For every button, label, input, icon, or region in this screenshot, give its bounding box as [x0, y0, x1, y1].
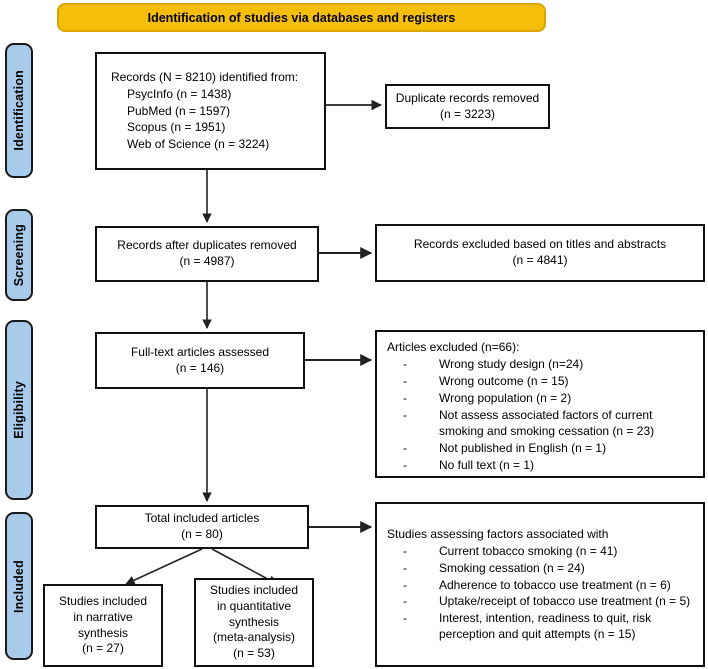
articles-excluded-item-0: Wrong study design (n=24): [403, 357, 697, 373]
phase-label-included-text: Included: [12, 559, 26, 613]
factors-assessed-item-3: Uptake/receipt of tobacco use treatment …: [403, 594, 697, 610]
total-included-articles-text: Total included articles (n = 80): [144, 511, 260, 541]
phase-label-identification-text: Identification: [12, 70, 26, 151]
box-factors-assessed: Studies assessing factors associated wit…: [375, 502, 705, 667]
records-source-web-of-science: Web of Science (n = 3224): [127, 137, 270, 152]
factors-assessed-head: Studies assessing factors associated wit…: [387, 526, 609, 541]
fulltext-articles-assessed-text: Full-text articles assessed (n = 146): [130, 344, 270, 375]
records-after-duplicates-text: Records after duplicates removed (n = 49…: [117, 238, 297, 268]
records-source-psycinfo: PsycInfo (n = 1438): [127, 86, 232, 101]
phase-label-identification: Identification: [5, 43, 33, 178]
records-source-pubmed: PubMed (n = 1597): [127, 103, 231, 118]
phase-label-screening-text: Screening: [12, 223, 26, 287]
articles-excluded-item-3: Not assess associated factors of current…: [403, 408, 697, 440]
articles-excluded-item-5: No full text (n = 1): [403, 458, 697, 474]
banner-title: Identification of studies via databases …: [147, 10, 456, 25]
duplicate-records-removed-text: Duplicate records removed (n = 3223): [395, 90, 540, 121]
phase-label-eligibility: Eligibility: [5, 320, 33, 500]
factors-assessed-item-0: Current tobacco smoking (n = 41): [403, 544, 697, 560]
factors-assessed-item-2: Adherence to tobacco use treatment (n = …: [403, 578, 697, 594]
box-narrative-synthesis: Studies included in narrative synthesis …: [43, 584, 163, 667]
narrative-synthesis-text: Studies included in narrative synthesis …: [58, 593, 148, 656]
phase-label-eligibility-text: Eligibility: [12, 381, 26, 439]
box-records-identified: Records (N = 8210) identified from: Psyc…: [95, 52, 326, 170]
box-duplicate-records-removed: Duplicate records removed (n = 3223): [385, 84, 550, 129]
box-records-excluded: Records excluded based on titles and abs…: [375, 224, 705, 282]
banner-identification-databases: Identification of studies via databases …: [57, 3, 546, 32]
records-identified-head: Records (N = 8210) identified from:: [111, 69, 299, 84]
articles-excluded-head: Articles excluded (n=66):: [387, 340, 520, 354]
arrow-included-to-narrative: [125, 548, 203, 585]
box-records-after-duplicates: Records after duplicates removed (n = 49…: [95, 226, 319, 282]
factors-assessed-item-1: Smoking cessation (n = 24): [403, 561, 697, 577]
factors-assessed-list: Current tobacco smoking (n = 41) Smoking…: [387, 544, 697, 645]
box-articles-excluded: Articles excluded (n=66): Wrong study de…: [375, 330, 705, 478]
box-quantitative-synthesis: Studies included in quantitative synthes…: [194, 578, 314, 667]
phase-label-screening: Screening: [5, 209, 33, 301]
records-source-scopus: Scopus (n = 1951): [127, 120, 226, 135]
phase-label-included: Included: [5, 512, 33, 660]
records-excluded-text: Records excluded based on titles and abs…: [413, 237, 667, 267]
quantitative-synthesis-text: Studies included in quantitative synthes…: [209, 582, 299, 661]
factors-assessed-item-4: Interest, intention, readiness to quit, …: [403, 611, 697, 643]
box-total-included-articles: Total included articles (n = 80): [95, 505, 309, 549]
articles-excluded-item-4: Not published in English (n = 1): [403, 441, 697, 457]
articles-excluded-item-2: Wrong population (n = 2): [403, 391, 697, 407]
articles-excluded-item-1: Wrong outcome (n = 15): [403, 374, 697, 390]
box-fulltext-articles-assessed: Full-text articles assessed (n = 146): [95, 332, 305, 389]
articles-excluded-list: Wrong study design (n=24) Wrong outcome …: [387, 357, 697, 475]
